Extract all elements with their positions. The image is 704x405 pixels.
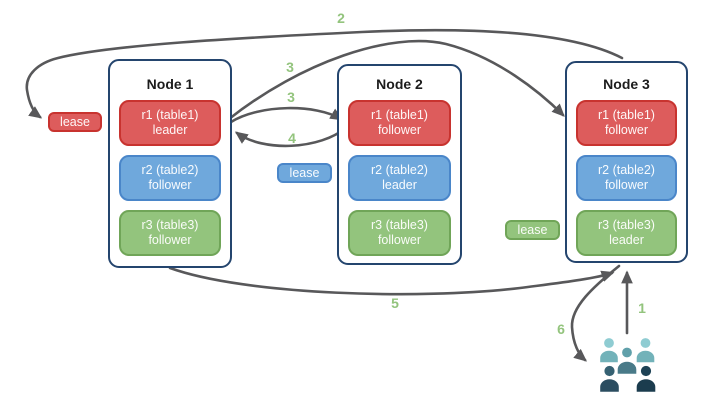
node1-replica-r2: r2 (table2) follower [119,155,221,201]
step-label-2: 2 [337,10,345,26]
node-1: Node 1 r1 (table1) leader r2 (table2) fo… [108,59,232,268]
node-1-title: Node 1 [146,76,194,92]
step-label-5: 5 [391,295,399,311]
step-label-3a: 3 [286,59,294,75]
lease-badge-r1: lease [48,112,102,132]
node3-replica-r3: r3 (table3) leader [576,210,677,256]
step-label-4: 4 [288,130,296,146]
replica-name: r2 (table2) [598,162,655,177]
replica-role: leader [152,123,188,137]
node-3: Node 3 r1 (table1) follower r2 (table2) … [565,61,688,263]
replica-role: follower [377,123,422,137]
replica-name: r2 (table2) [371,162,428,177]
arrow-3-replicate-to-node3 [227,39,565,121]
replica-name: r3 (table3) [371,217,428,232]
step-label-3b: 3 [287,89,295,105]
user-group-icon [598,336,657,394]
arrow-2-acquire-lease [25,28,624,119]
arrow-3-replicate-to-node2 [229,106,344,124]
node1-replica-r1: r1 (table1) leader [119,100,221,146]
replica-name: r3 (table3) [141,217,199,232]
replica-role: follower [148,233,192,247]
replica-role: leader [382,178,417,192]
lease-badge-r3: lease [505,220,560,240]
replica-role: follower [604,123,649,137]
replica-role: follower [604,178,649,192]
replica-name: r1 (table1) [371,107,428,122]
step-label-6: 6 [557,321,565,337]
arrow-4-acknowledge [234,125,349,148]
node3-replica-r2: r2 (table2) follower [576,155,677,201]
replica-name: r1 (table1) [141,107,199,122]
replica-name: r2 (table2) [141,162,199,177]
node1-replica-r3: r3 (table3) follower [119,210,221,256]
replica-name: r3 (table3) [598,217,655,232]
node3-replica-r1: r1 (table1) follower [576,100,677,146]
step-label-1: 1 [638,300,646,316]
arrow-5-forward-to-leaseholder [168,266,615,296]
lease-badge-r2: lease [277,163,332,183]
arrow-6-respond-to-client [570,264,621,362]
replica-role: follower [377,233,422,247]
node2-replica-r2: r2 (table2) leader [348,155,451,201]
node2-replica-r3: r3 (table3) follower [348,210,451,256]
replica-role: leader [609,233,644,247]
node-3-title: Node 3 [603,76,650,92]
node-2: Node 2 r1 (table1) follower r2 (table2) … [337,64,462,265]
replica-role: follower [148,178,192,192]
node-2-title: Node 2 [376,76,423,92]
replica-name: r1 (table1) [598,107,655,122]
node2-replica-r1: r1 (table1) follower [348,100,451,146]
